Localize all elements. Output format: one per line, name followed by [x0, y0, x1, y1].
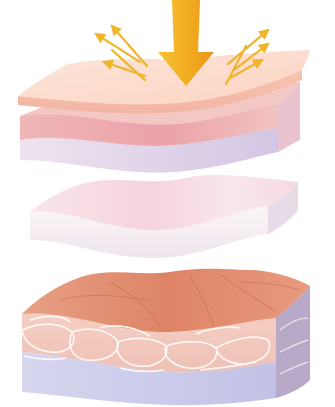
reflected-ray-arrow-icon: [96, 34, 140, 62]
middle-layer: [30, 175, 298, 258]
top-layer: [18, 50, 310, 173]
bottom-layer: [22, 269, 310, 405]
